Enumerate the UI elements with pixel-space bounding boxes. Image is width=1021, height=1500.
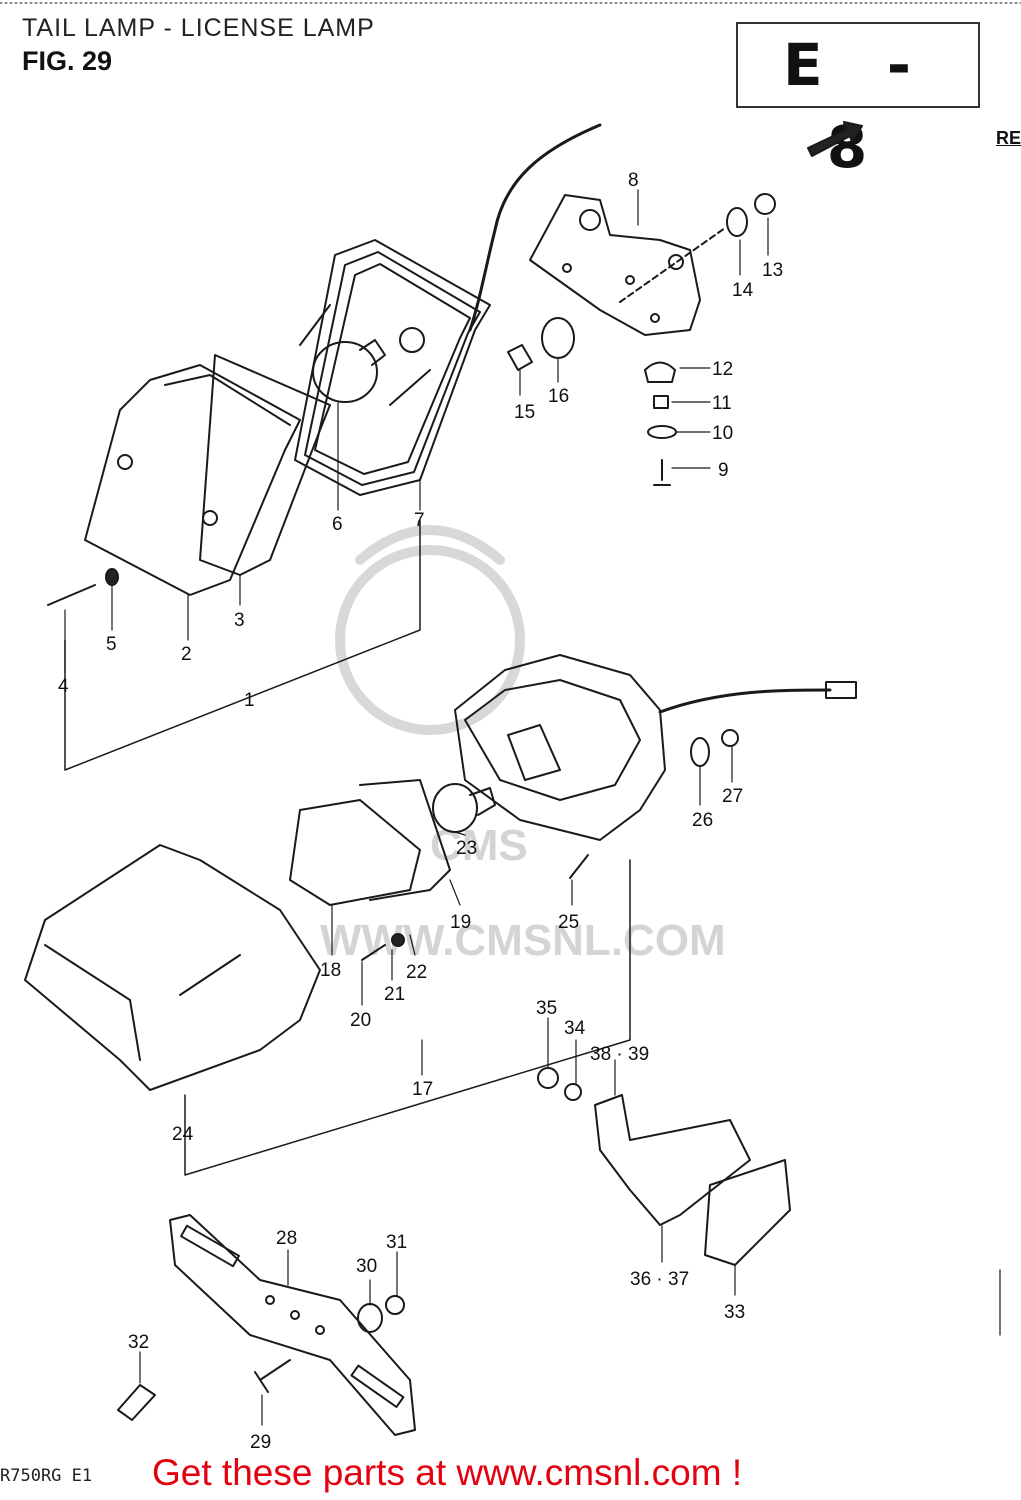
lens-screw-2: [361, 944, 386, 961]
lamp-grommet: [541, 317, 575, 359]
tail-lamp-bulb: [312, 339, 386, 403]
page-title: TAIL LAMP - LICENSE LAMP: [22, 14, 375, 42]
plate-washer: [357, 1303, 383, 1333]
callout-19: 19: [450, 912, 471, 933]
license-lamp-gasket: [359, 779, 451, 901]
reflector-washer: [564, 1083, 582, 1101]
callout-22: 22: [406, 962, 427, 983]
watermark-url: WWW.CMSNL.COM: [320, 916, 726, 965]
section-code-box: E - 8: [736, 22, 980, 181]
watermark-logo: [335, 525, 525, 735]
rear-clip: [117, 1384, 156, 1421]
callout-25: 25: [558, 912, 579, 933]
bracket-washer-2: [726, 207, 748, 237]
reflector-nut: [537, 1067, 559, 1089]
group-line-17: [184, 859, 631, 1176]
callout-35: 35: [536, 998, 557, 1019]
callout-9: 9: [718, 460, 729, 481]
direction-arrow-icon: [807, 121, 863, 157]
callout-2: 2: [181, 644, 192, 665]
lens-screw: [47, 584, 96, 606]
callout-36-37: 36 · 37: [630, 1269, 689, 1290]
callout-5: 5: [106, 634, 117, 655]
reflector: [704, 1159, 791, 1266]
callout-7: 7: [414, 510, 425, 531]
callout-21: 21: [384, 984, 405, 1005]
license-lamp-nut: [721, 729, 739, 747]
housing-screw: [569, 854, 589, 879]
leader-lines: [64, 189, 1001, 1426]
tail-lamp-housing: [294, 239, 491, 496]
reflector-bracket: [594, 1094, 751, 1226]
callout-31: 31: [386, 1232, 407, 1253]
bracket-collar: [653, 395, 669, 409]
callout-12: 12: [712, 359, 733, 380]
callout-24: 24: [172, 1124, 194, 1145]
bracket-washer: [647, 425, 677, 439]
callout-4: 4: [58, 676, 69, 697]
bracket-bolt: [653, 459, 671, 486]
license-plate-bracket: [169, 1214, 416, 1436]
callout-27: 27: [722, 786, 743, 807]
corner-text: RE: [996, 128, 1021, 148]
tail-lamp-wire: [468, 123, 602, 332]
plate-bolt: [254, 1359, 291, 1393]
callout-28: 28: [276, 1228, 297, 1249]
bracket-leader-line: [619, 227, 726, 303]
callout-29: 29: [250, 1432, 271, 1453]
callout-6: 6: [332, 514, 343, 535]
license-lamp-lens: [289, 799, 421, 906]
tail-lamp-lens: [84, 364, 301, 596]
callout-1: 1: [244, 690, 255, 711]
rear-fender-cover: [24, 844, 321, 1091]
figure-number: FIG. 29: [22, 46, 113, 76]
callout-23: 23: [456, 838, 477, 859]
lens-washer: [105, 568, 119, 586]
license-lamp-cable: [658, 688, 832, 714]
license-lamp-housing: [454, 654, 666, 841]
bracket-grommet: [644, 361, 676, 383]
callout-34: 34: [564, 1018, 586, 1039]
lamp-spacer: [507, 344, 533, 371]
model-code: R750RG E1: [0, 1466, 93, 1486]
plate-nut: [385, 1295, 405, 1315]
bracket-nut: [754, 193, 776, 215]
callout-32: 32: [128, 1332, 149, 1353]
callout-13: 13: [762, 260, 783, 281]
callout-20: 20: [350, 1010, 371, 1031]
tail-lamp-gasket: [199, 354, 331, 576]
callout-38-39: 38 · 39: [590, 1044, 649, 1065]
license-lamp-connector: [825, 681, 857, 699]
callout-14: 14: [732, 280, 754, 301]
callout-3: 3: [234, 610, 245, 631]
callout-30: 30: [356, 1256, 377, 1277]
group-line-1: [64, 519, 421, 771]
callout-10: 10: [712, 423, 733, 444]
callout-33: 33: [724, 1302, 745, 1323]
callout-15: 15: [514, 402, 535, 423]
tail-lamp-bracket: [529, 194, 701, 336]
callout-18: 18: [320, 960, 341, 981]
license-lamp-bulb-base: [469, 787, 496, 816]
promo-link[interactable]: Get these parts at www.cmsnl.com !: [152, 1452, 743, 1493]
lens-washer-2: [391, 933, 405, 947]
callout-8: 8: [628, 170, 639, 191]
callout-26: 26: [692, 810, 713, 831]
callout-16: 16: [548, 386, 569, 407]
license-lamp-washer: [690, 737, 710, 767]
callout-11: 11: [712, 393, 732, 414]
callout-17: 17: [412, 1079, 433, 1100]
